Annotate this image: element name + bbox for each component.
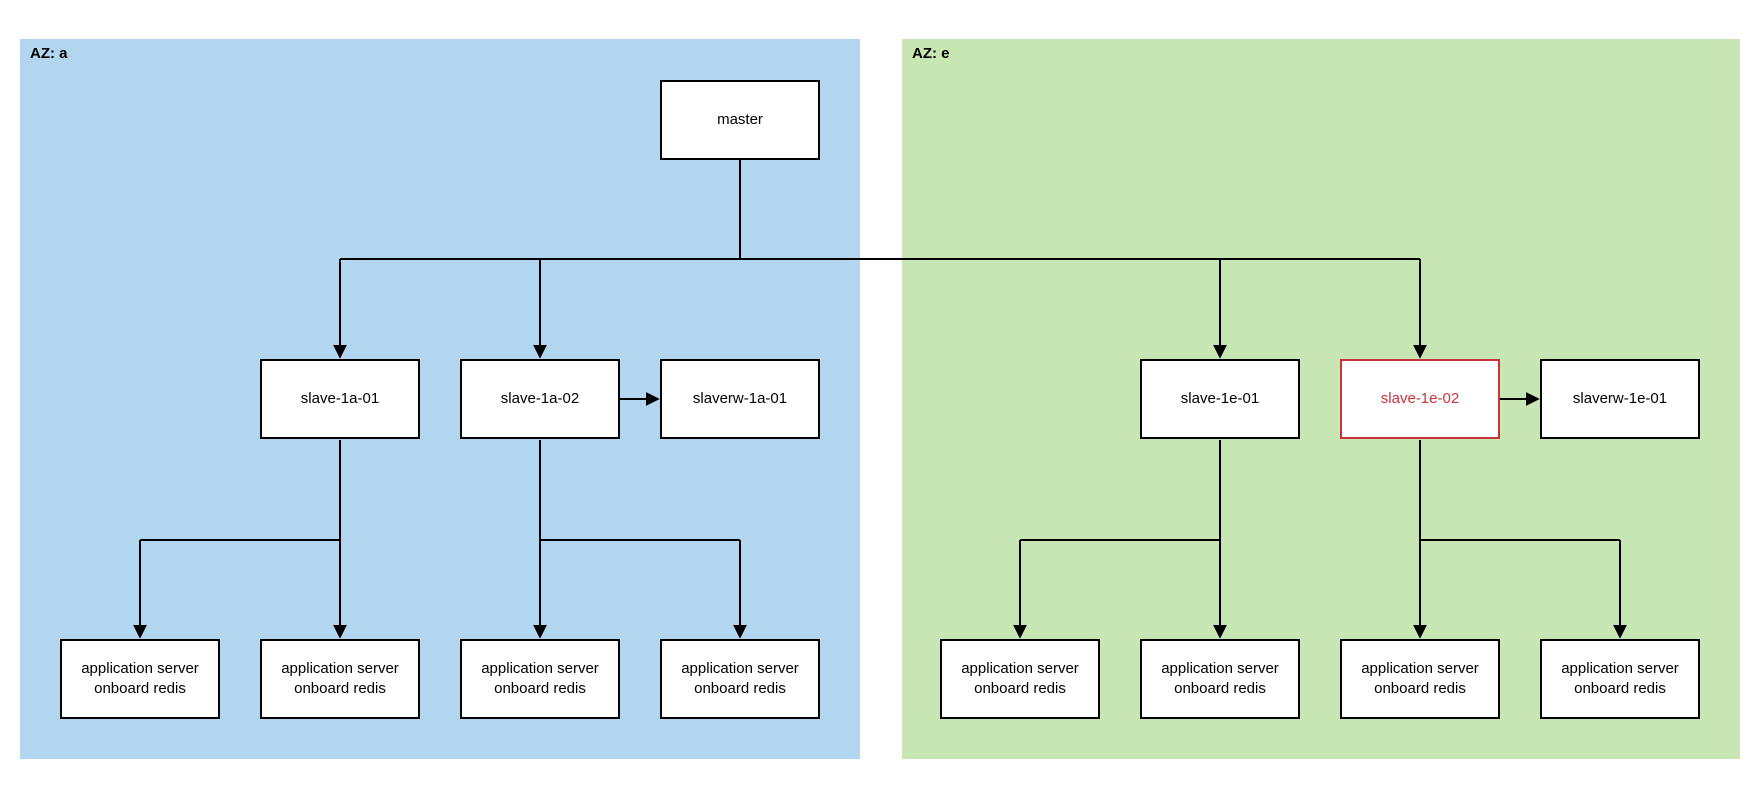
zone-az-e-label: AZ: e [912, 45, 950, 62]
zone-az-a-label: AZ: a [30, 45, 68, 62]
node-app-server-a2: application server onboard redis [260, 639, 420, 719]
node-app-server-e1: application server onboard redis [940, 639, 1100, 719]
node-slave-1a-01: slave-1a-01 [260, 359, 420, 439]
node-slaverw-1e-01: slaverw-1e-01 [1540, 359, 1700, 439]
node-app-server-e3: application server onboard redis [1340, 639, 1500, 719]
node-slave-1e-02: slave-1e-02 [1340, 359, 1500, 439]
node-master: master [660, 80, 820, 160]
node-app-server-a4: application server onboard redis [660, 639, 820, 719]
node-slave-1a-02: slave-1a-02 [460, 359, 620, 439]
node-slave-1e-01: slave-1e-01 [1140, 359, 1300, 439]
node-app-server-a1: application server onboard redis [60, 639, 220, 719]
node-app-server-a3: application server onboard redis [460, 639, 620, 719]
node-app-server-e4: application server onboard redis [1540, 639, 1700, 719]
node-app-server-e2: application server onboard redis [1140, 639, 1300, 719]
node-slaverw-1a-01: slaverw-1a-01 [660, 359, 820, 439]
